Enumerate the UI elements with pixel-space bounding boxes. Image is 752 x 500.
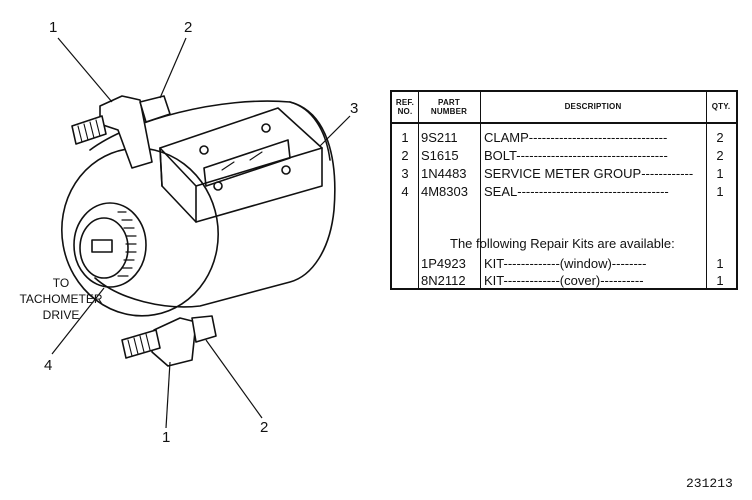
document-id: 231213 [686,476,733,491]
quantity: 1 [716,184,724,199]
leader-1-top [57,37,113,103]
leader-2-top [159,37,187,99]
tachometer-drive-label: TO TACHOMETER DRIVE [2,275,120,324]
leader-4 [51,287,105,355]
header-ref-no: REF.NO. [395,97,415,116]
description: KIT-------------(cover)---------- [484,273,644,288]
window-screw [261,123,271,133]
quantity: 2 [716,148,724,163]
meter-rim [289,101,331,161]
tachometer-label-line: TACHOMETER [19,292,103,307]
part-number: 1P4923 [421,256,466,271]
drive-coupling-inner [79,217,129,279]
quantity: 1 [716,166,724,181]
part-number: 8N2112 [421,273,466,288]
window-screw [199,145,209,155]
callout-1-bottom: 1 [162,429,171,446]
leader-1-bottom [165,361,171,429]
callout-2-bottom: 2 [260,419,269,436]
meter-window [203,139,291,187]
tachometer-label-line: DRIVE [42,308,80,323]
part-number: 1N4483 [421,166,467,181]
table-row: 1P4923 KIT-------------(window)-------- … [392,256,736,272]
part-number: S1615 [421,148,459,163]
bottom-bolt-head [191,315,217,343]
quantity: 2 [716,130,724,145]
description: SERVICE METER GROUP------------ [484,166,694,181]
window-screw [213,181,223,191]
description: KIT-------------(window)-------- [484,256,647,271]
header-description: DESCRIPTION [564,102,622,112]
ref-no: 2 [401,148,409,163]
callout-1-top: 1 [49,19,58,36]
bottom-clamp [151,317,197,367]
drive-coupling-outer [73,202,147,288]
table-row: 8N2112 KIT-------------(cover)----------… [392,273,736,289]
callout-4: 4 [44,357,53,374]
bottom-bolt-thread [121,329,161,359]
table-row: 2 S1615 BOLT----------------------------… [392,148,736,164]
table-row: 1 9S211 CLAMP---------------------------… [392,130,736,146]
ref-no: 3 [401,166,409,181]
leader-2-bottom [205,339,263,419]
window-screw [281,165,291,175]
quantity: 1 [716,273,724,288]
table-row: 4 4M8303 SEAL---------------------------… [392,184,736,200]
ref-no: 1 [401,130,409,145]
description: SEAL----------------------------------- [484,184,669,199]
ref-no: 4 [401,184,409,199]
column-divider [418,92,419,288]
column-divider [480,92,481,288]
callout-2-top: 2 [184,19,193,36]
column-divider [706,92,707,288]
part-number: 9S211 [421,130,458,145]
part-number: 4M8303 [421,184,468,199]
quantity: 1 [716,256,724,271]
description: CLAMP-------------------------------- [484,130,668,145]
header-qty: QTY. [711,102,731,112]
top-bolt-head [139,95,171,123]
top-bolt-thread [71,115,107,145]
leader-3 [319,115,351,147]
repair-kits-note: The following Repair Kits are available: [450,236,675,251]
callout-3: 3 [350,100,359,117]
meter-body [89,100,336,308]
tachometer-label-line: TO [52,276,70,290]
drive-key [91,239,113,253]
description: BOLT----------------------------------- [484,148,668,163]
drive-coupling-ridges [117,211,137,277]
table-row: 3 1N4483 SERVICE METER GROUP------------… [392,166,736,182]
